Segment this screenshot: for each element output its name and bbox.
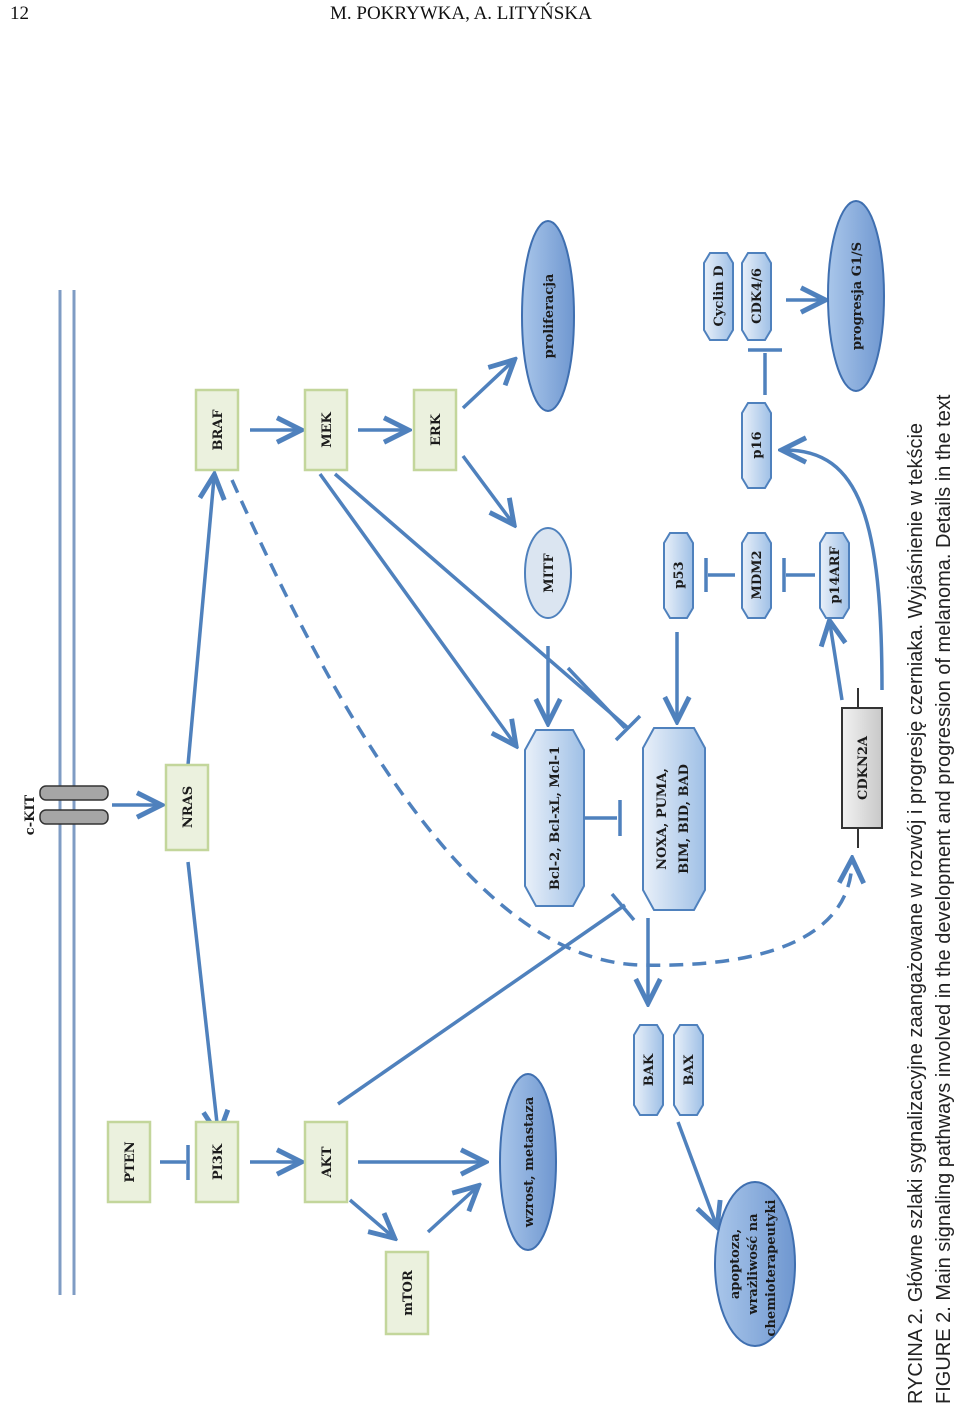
arrow-nras-braf xyxy=(186,478,214,766)
node-mtor: mTOR xyxy=(384,1250,430,1336)
node-cdk46: CDK4/6 xyxy=(741,252,772,341)
node-noxa: NOXA, PUMA, BIM, BID, BAD xyxy=(642,727,706,911)
arrow-mtor-wzrost xyxy=(426,1188,476,1234)
svg-text:apoptoza,: apoptoza, xyxy=(728,1229,743,1299)
svg-text:NRAS: NRAS xyxy=(181,786,196,828)
node-cdkn2a: CDKN2A xyxy=(841,688,883,848)
svg-text:ERK: ERK xyxy=(429,413,444,446)
svg-text:MEK: MEK xyxy=(320,412,335,448)
svg-text:proliferacja: proliferacja xyxy=(542,273,557,358)
svg-text:wrażliwość na: wrażliwość na xyxy=(746,1213,761,1316)
node-braf: BRAF xyxy=(194,388,240,472)
outcome-proliferacja: proliferacja xyxy=(521,220,575,412)
dashed-arrow-braf-cdkn2a xyxy=(230,479,852,967)
running-header: 12 M. POKRYWKA, A. LITYŃSKA xyxy=(0,0,960,30)
node-erk: ERK xyxy=(412,388,458,472)
node-nras: NRAS xyxy=(164,763,210,852)
page-number: 12 xyxy=(10,3,29,24)
svg-text:wzrost, metastaza: wzrost, metastaza xyxy=(522,1096,537,1228)
c-kit-label: c-KIT xyxy=(23,794,38,835)
node-p53: p53 xyxy=(663,532,694,619)
svg-text:BAX: BAX xyxy=(682,1054,697,1086)
arrow-cdkn2a-p16 xyxy=(785,450,884,691)
caption-en: FIGURE 2. Main signaling pathways involv… xyxy=(933,394,955,1404)
svg-text:progresja G1/S: progresja G1/S xyxy=(850,242,865,350)
node-p16: p16 xyxy=(741,402,772,489)
svg-text:Cyclin D: Cyclin D xyxy=(712,266,727,327)
svg-text:p14ARF: p14ARF xyxy=(828,546,843,604)
svg-text:PTEN: PTEN xyxy=(123,1141,138,1182)
svg-text:PI3K: PI3K xyxy=(211,1143,226,1180)
node-bax: BAX xyxy=(673,1024,704,1116)
node-bak: BAK xyxy=(633,1024,664,1116)
node-mek: MEK xyxy=(303,388,349,472)
node-cyclind: Cyclin D xyxy=(703,252,734,341)
svg-text:chemioterapeutyki: chemioterapeutyki xyxy=(764,1200,779,1337)
pathway-arrows xyxy=(112,300,884,1236)
c-kit-receptor xyxy=(39,785,109,825)
node-pten: PTEN xyxy=(106,1120,152,1204)
node-mitf: MITF xyxy=(524,527,572,619)
node-akt: AKT xyxy=(303,1120,349,1204)
arrow-akt-mtor xyxy=(348,1198,392,1236)
svg-text:MITF: MITF xyxy=(542,553,557,593)
node-pi3k: PI3K xyxy=(194,1120,240,1204)
node-p14arf: p14ARF xyxy=(819,532,850,619)
caption-pl: RYCINA 2. Główne szlaki sygnalizacyjne z… xyxy=(905,423,927,1404)
outcome-wzrost-metastaza: wzrost, metastaza xyxy=(499,1073,557,1251)
svg-text:mTOR: mTOR xyxy=(401,1270,416,1316)
svg-text:BAK: BAK xyxy=(642,1053,657,1086)
header-authors: M. POKRYWKA, A. LITYŃSKA xyxy=(330,3,592,24)
arrow-cdkn2a-p14arf xyxy=(830,624,842,701)
svg-text:CDK4/6: CDK4/6 xyxy=(750,268,765,324)
node-mdm2: MDM2 xyxy=(741,532,772,619)
arrow-bak-apoptoza xyxy=(676,1121,716,1224)
arrow-mek-bcl xyxy=(318,472,514,743)
node-bcl: Bcl-2, Bcl-xL, Mcl-1 xyxy=(524,729,585,907)
outcome-progresja: progresja G1/S xyxy=(827,200,885,392)
svg-text:AKT: AKT xyxy=(320,1146,335,1178)
inhibition-lines xyxy=(160,348,815,1180)
svg-text:BRAF: BRAF xyxy=(211,409,226,451)
arrow-nras-pi3k xyxy=(186,861,218,1132)
arrow-erk-mitf xyxy=(461,454,512,522)
svg-text:MDM2: MDM2 xyxy=(750,550,765,599)
svg-text:Bcl-2, Bcl-xL, Mcl-1: Bcl-2, Bcl-xL, Mcl-1 xyxy=(548,746,563,890)
svg-text:p53: p53 xyxy=(672,561,687,588)
svg-text:NOXA, PUMA,: NOXA, PUMA, xyxy=(655,768,670,870)
outcome-apoptoza: apoptoza, wrażliwość na chemioterapeutyk… xyxy=(714,1181,796,1347)
svg-text:p16: p16 xyxy=(750,431,765,458)
svg-text:CDKN2A: CDKN2A xyxy=(856,735,871,800)
arrow-erk-proliferacja xyxy=(461,362,512,410)
svg-text:BIM, BID, BAD: BIM, BID, BAD xyxy=(677,764,692,874)
